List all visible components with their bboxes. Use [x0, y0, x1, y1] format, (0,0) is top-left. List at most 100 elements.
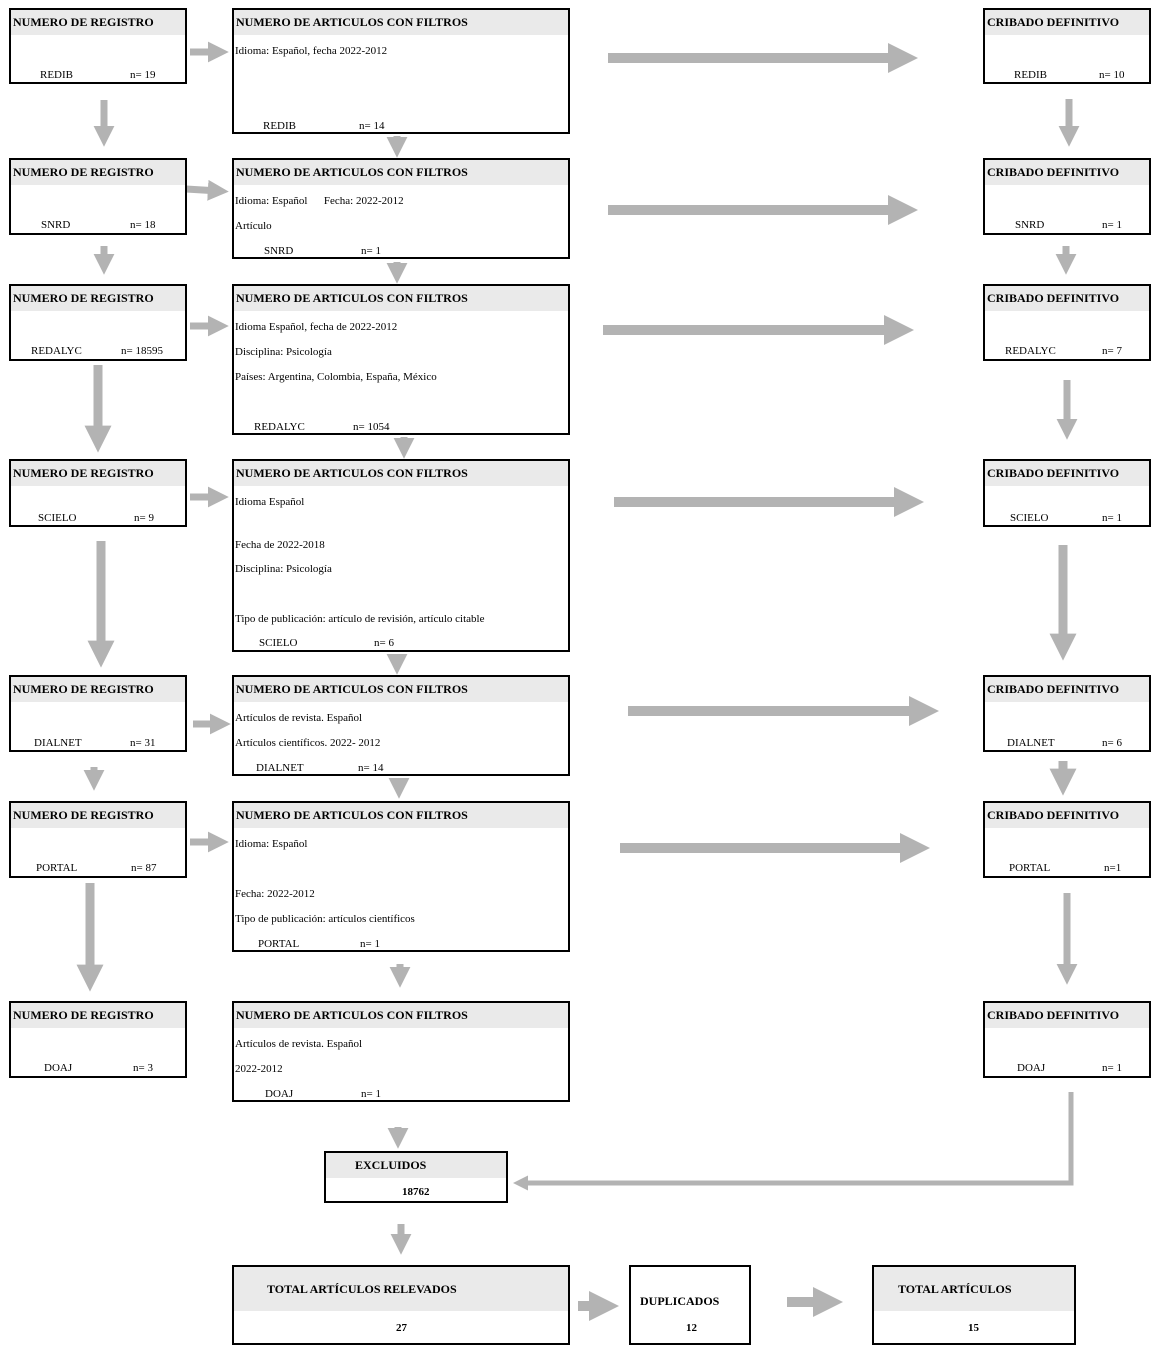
filtros-box-dialnet: NUMERO DE ARTICULOS CON FILTROS Artículo…	[232, 675, 570, 776]
cribado-count: n= 6	[1102, 737, 1122, 749]
cribado-header: CRIBADO DEFINITIVO	[985, 160, 1149, 185]
filtros-count: n= 14	[359, 120, 385, 132]
registro-box-doaj: NUMERO DE REGISTRO DOAJ n= 3	[9, 1001, 187, 1078]
filtros-source: SNRD	[264, 245, 294, 257]
excluidos-value: 18762	[402, 1186, 430, 1198]
arrow-reg-fil-2	[185, 179, 229, 201]
total-value: 15	[968, 1322, 979, 1334]
filtro-line: Idioma: Español	[235, 838, 308, 850]
total-relevados-box: TOTAL ARTÍCULOS RELEVADOS 27	[232, 1265, 570, 1345]
registro-count: n= 18	[130, 219, 156, 231]
excluidos-box: EXCLUIDOS 18762	[324, 1151, 508, 1203]
registro-box-scielo: NUMERO DE REGISTRO SCIELO n= 9	[9, 459, 187, 527]
registro-box-dialnet: NUMERO DE REGISTRO DIALNET n= 31	[9, 675, 187, 752]
registro-header: NUMERO DE REGISTRO	[11, 1003, 185, 1028]
cribado-header: CRIBADO DEFINITIVO	[985, 461, 1149, 486]
filtro-line: Disciplina: Psicología	[235, 346, 332, 358]
cribado-header: CRIBADO DEFINITIVO	[985, 10, 1149, 35]
registro-source: SNRD	[41, 219, 71, 231]
total-label: TOTAL ARTÍCULOS	[874, 1267, 1074, 1311]
filtro-line: Idioma Español	[235, 496, 305, 508]
filtros-header: NUMERO DE ARTICULOS CON FILTROS	[234, 160, 568, 185]
filtro-line: Idioma Español, fecha de 2022-2012	[235, 321, 398, 333]
cribado-count: n= 1	[1102, 219, 1122, 231]
registro-box-snrd: NUMERO DE REGISTRO SNRD n= 18	[9, 158, 187, 235]
filtros-box-redib: NUMERO DE ARTICULOS CON FILTROS Idioma: …	[232, 8, 570, 134]
filtros-header: NUMERO DE ARTICULOS CON FILTROS	[234, 461, 568, 486]
filtros-source: DIALNET	[256, 762, 304, 774]
filtros-source: DOAJ	[265, 1088, 294, 1100]
filtro-line: Artículos de revista. Español	[235, 1038, 363, 1050]
cribado-box-portal: CRIBADO DEFINITIVO PORTAL n=1	[983, 801, 1151, 878]
filtro-line: Artículos de revista. Español	[235, 712, 363, 724]
filtro-line: Fecha: 2022-2012	[235, 888, 315, 900]
registro-source: DIALNET	[34, 737, 82, 749]
cribado-box-redib: CRIBADO DEFINITIVO REDIB n= 10	[983, 8, 1151, 84]
cribado-box-redalyc: CRIBADO DEFINITIVO REDALYC n= 7	[983, 284, 1151, 361]
filtro-line: Idioma: Español, fecha 2022-2012	[235, 45, 388, 57]
filtros-count: n= 6	[374, 637, 394, 649]
duplicados-label: DUPLICADOS	[631, 1267, 749, 1335]
registro-source: REDALYC	[31, 345, 82, 357]
cribado-source: SCIELO	[1010, 512, 1049, 524]
registro-count: n= 19	[130, 69, 156, 81]
cribado-source: DIALNET	[1007, 737, 1055, 749]
arrow-crib-excl	[513, 1092, 1074, 1191]
filtro-line: Tipo de publicación: artículo de revisió…	[235, 613, 485, 625]
filtros-count: n= 1054	[353, 421, 390, 433]
filtros-source: REDALYC	[254, 421, 305, 433]
filtro-line: 2022-2012	[235, 1063, 283, 1075]
duplicados-box: DUPLICADOS 12	[629, 1265, 751, 1345]
filtros-source: REDIB	[263, 120, 296, 132]
cribado-count: n= 10	[1099, 69, 1125, 81]
total-relevados-value: 27	[396, 1322, 407, 1334]
filtros-box-scielo: NUMERO DE ARTICULOS CON FILTROS Idioma E…	[232, 459, 570, 652]
cribado-box-scielo: CRIBADO DEFINITIVO SCIELO n= 1	[983, 459, 1151, 527]
filtro-line: Artículo	[235, 220, 272, 232]
registro-count: n= 87	[131, 862, 157, 874]
cribado-header: CRIBADO DEFINITIVO	[985, 1003, 1149, 1028]
filtros-header: NUMERO DE ARTICULOS CON FILTROS	[234, 1003, 568, 1028]
cribado-count: n= 7	[1102, 345, 1122, 357]
registro-header: NUMERO DE REGISTRO	[11, 461, 185, 486]
registro-box-redalyc: NUMERO DE REGISTRO REDALYC n= 18595	[9, 284, 187, 361]
cribado-source: SNRD	[1015, 219, 1045, 231]
cribado-header: CRIBADO DEFINITIVO	[985, 677, 1149, 702]
cribado-count: n= 1	[1102, 512, 1122, 524]
registro-source: PORTAL	[36, 862, 78, 874]
cribado-count: n=1	[1104, 862, 1122, 874]
filtros-header: NUMERO DE ARTICULOS CON FILTROS	[234, 286, 568, 311]
filtro-line: Países: Argentina, Colombia, España, Méx…	[235, 371, 437, 383]
registro-header: NUMERO DE REGISTRO	[11, 286, 185, 311]
cribado-source: DOAJ	[1017, 1062, 1046, 1074]
registro-count: n= 9	[134, 512, 154, 524]
cribado-box-dialnet: CRIBADO DEFINITIVO DIALNET n= 6	[983, 675, 1151, 752]
filtros-box-doaj: NUMERO DE ARTICULOS CON FILTROS Artículo…	[232, 1001, 570, 1102]
registro-source: SCIELO	[38, 512, 77, 524]
filtro-line: Fecha de 2022-2018	[235, 539, 325, 551]
registro-box-redib: NUMERO DE REGISTRO REDIB n= 19	[9, 8, 187, 84]
filtros-count: n= 1	[360, 938, 380, 950]
registro-header: NUMERO DE REGISTRO	[11, 10, 185, 35]
total-box: TOTAL ARTÍCULOS 15	[872, 1265, 1076, 1345]
filtros-header: NUMERO DE ARTICULOS CON FILTROS	[234, 803, 568, 828]
cribado-box-doaj: CRIBADO DEFINITIVO DOAJ n= 1	[983, 1001, 1151, 1078]
filtros-box-portal: NUMERO DE ARTICULOS CON FILTROS Idioma: …	[232, 801, 570, 952]
total-relevados-label: TOTAL ARTÍCULOS RELEVADOS	[234, 1267, 568, 1311]
filtros-count: n= 1	[361, 245, 381, 257]
cribado-count: n= 1	[1102, 1062, 1122, 1074]
filtro-line: Tipo de publicación: artículos científic…	[235, 913, 415, 925]
cribado-source: REDALYC	[1005, 345, 1056, 357]
cribado-box-snrd: CRIBADO DEFINITIVO SNRD n= 1	[983, 158, 1151, 235]
excluidos-label: EXCLUIDOS	[326, 1153, 506, 1178]
registro-header: NUMERO DE REGISTRO	[11, 803, 185, 828]
registro-count: n= 18595	[121, 345, 163, 357]
registro-header: NUMERO DE REGISTRO	[11, 677, 185, 702]
filtros-count: n= 14	[358, 762, 384, 774]
filtros-header: NUMERO DE ARTICULOS CON FILTROS	[234, 10, 568, 35]
filtros-source: SCIELO	[259, 637, 298, 649]
registro-count: n= 31	[130, 737, 156, 749]
filtro-line: Artículos científicos. 2022- 2012	[235, 737, 381, 749]
registro-source: REDIB	[40, 69, 73, 81]
